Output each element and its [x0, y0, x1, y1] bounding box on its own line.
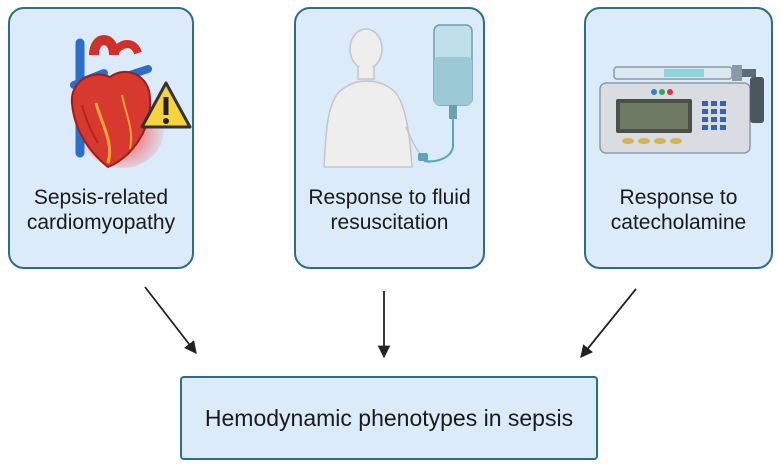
card-label: Sepsis-related cardiomyopathy [26, 186, 176, 234]
arrow-right [580, 288, 637, 358]
card-label: Response to fluid resuscitation [308, 186, 471, 234]
sepsis-cardiomyopathy-card: Sepsis-related cardiomyopathy [8, 7, 194, 269]
fluid-resuscitation-card: Response to fluid resuscitation [294, 7, 485, 269]
patient-iv-bag-icon [323, 24, 473, 168]
hemodynamic-phenotypes-box: Hemodynamic phenotypes in sepsis [180, 376, 598, 460]
card-label: Response to catecholamine [610, 186, 747, 234]
syringe-pump-icon [599, 65, 764, 154]
outcome-label: Hemodynamic phenotypes in sepsis [204, 404, 574, 431]
heart-warning-icon [70, 35, 192, 169]
arrow-left [144, 286, 197, 354]
catecholamine-card: Response to catecholamine [584, 7, 773, 269]
